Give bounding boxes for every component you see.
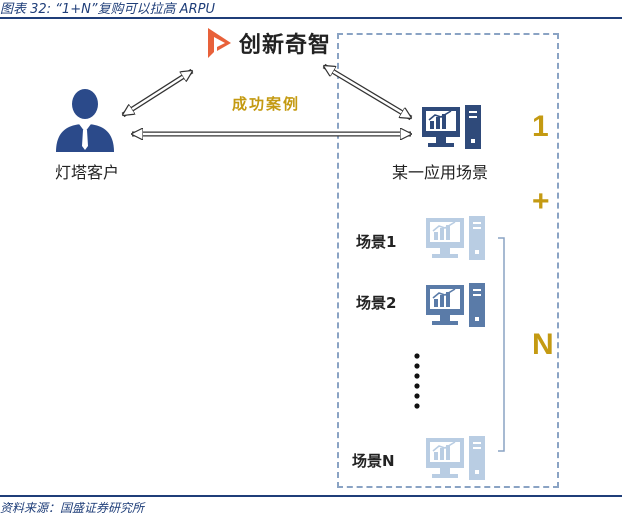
scene-computer-icon [426, 283, 485, 327]
arrow-brand-app [324, 63, 411, 121]
application-scene-label: 某一应用场景 [392, 163, 489, 182]
customer-person-icon [56, 89, 114, 152]
one-label: 1 [532, 110, 549, 143]
scene-computer-icon [426, 216, 485, 260]
arrow-customer-brand [123, 68, 192, 118]
scene-label-1: 场景1 [356, 233, 397, 251]
n-label: N [532, 328, 554, 361]
bottom-divider [0, 495, 622, 497]
brand-logo-icon [208, 28, 231, 58]
customer-label: 灯塔客户 [55, 163, 120, 182]
figure-title: 图表 32: “1+N”复购可以拉高 ARPU [0, 2, 215, 17]
vertical-ellipsis [414, 353, 420, 409]
application-computer-icon [422, 105, 481, 149]
source-note: 资料来源：国盛证券研究所 [0, 501, 145, 515]
scene-label-2: 场景2 [356, 294, 397, 312]
brand-name: 创新奇智 [239, 33, 332, 58]
success-case-label: 成功案例 [232, 95, 301, 113]
top-divider [0, 17, 622, 19]
plus-label: + [532, 185, 550, 218]
n-bracket [498, 237, 505, 452]
scene-computer-icon [426, 436, 485, 480]
scene-label-n: 场景N [352, 452, 395, 470]
brand: 创新奇智 [205, 25, 331, 61]
scene-container-box [337, 33, 559, 488]
